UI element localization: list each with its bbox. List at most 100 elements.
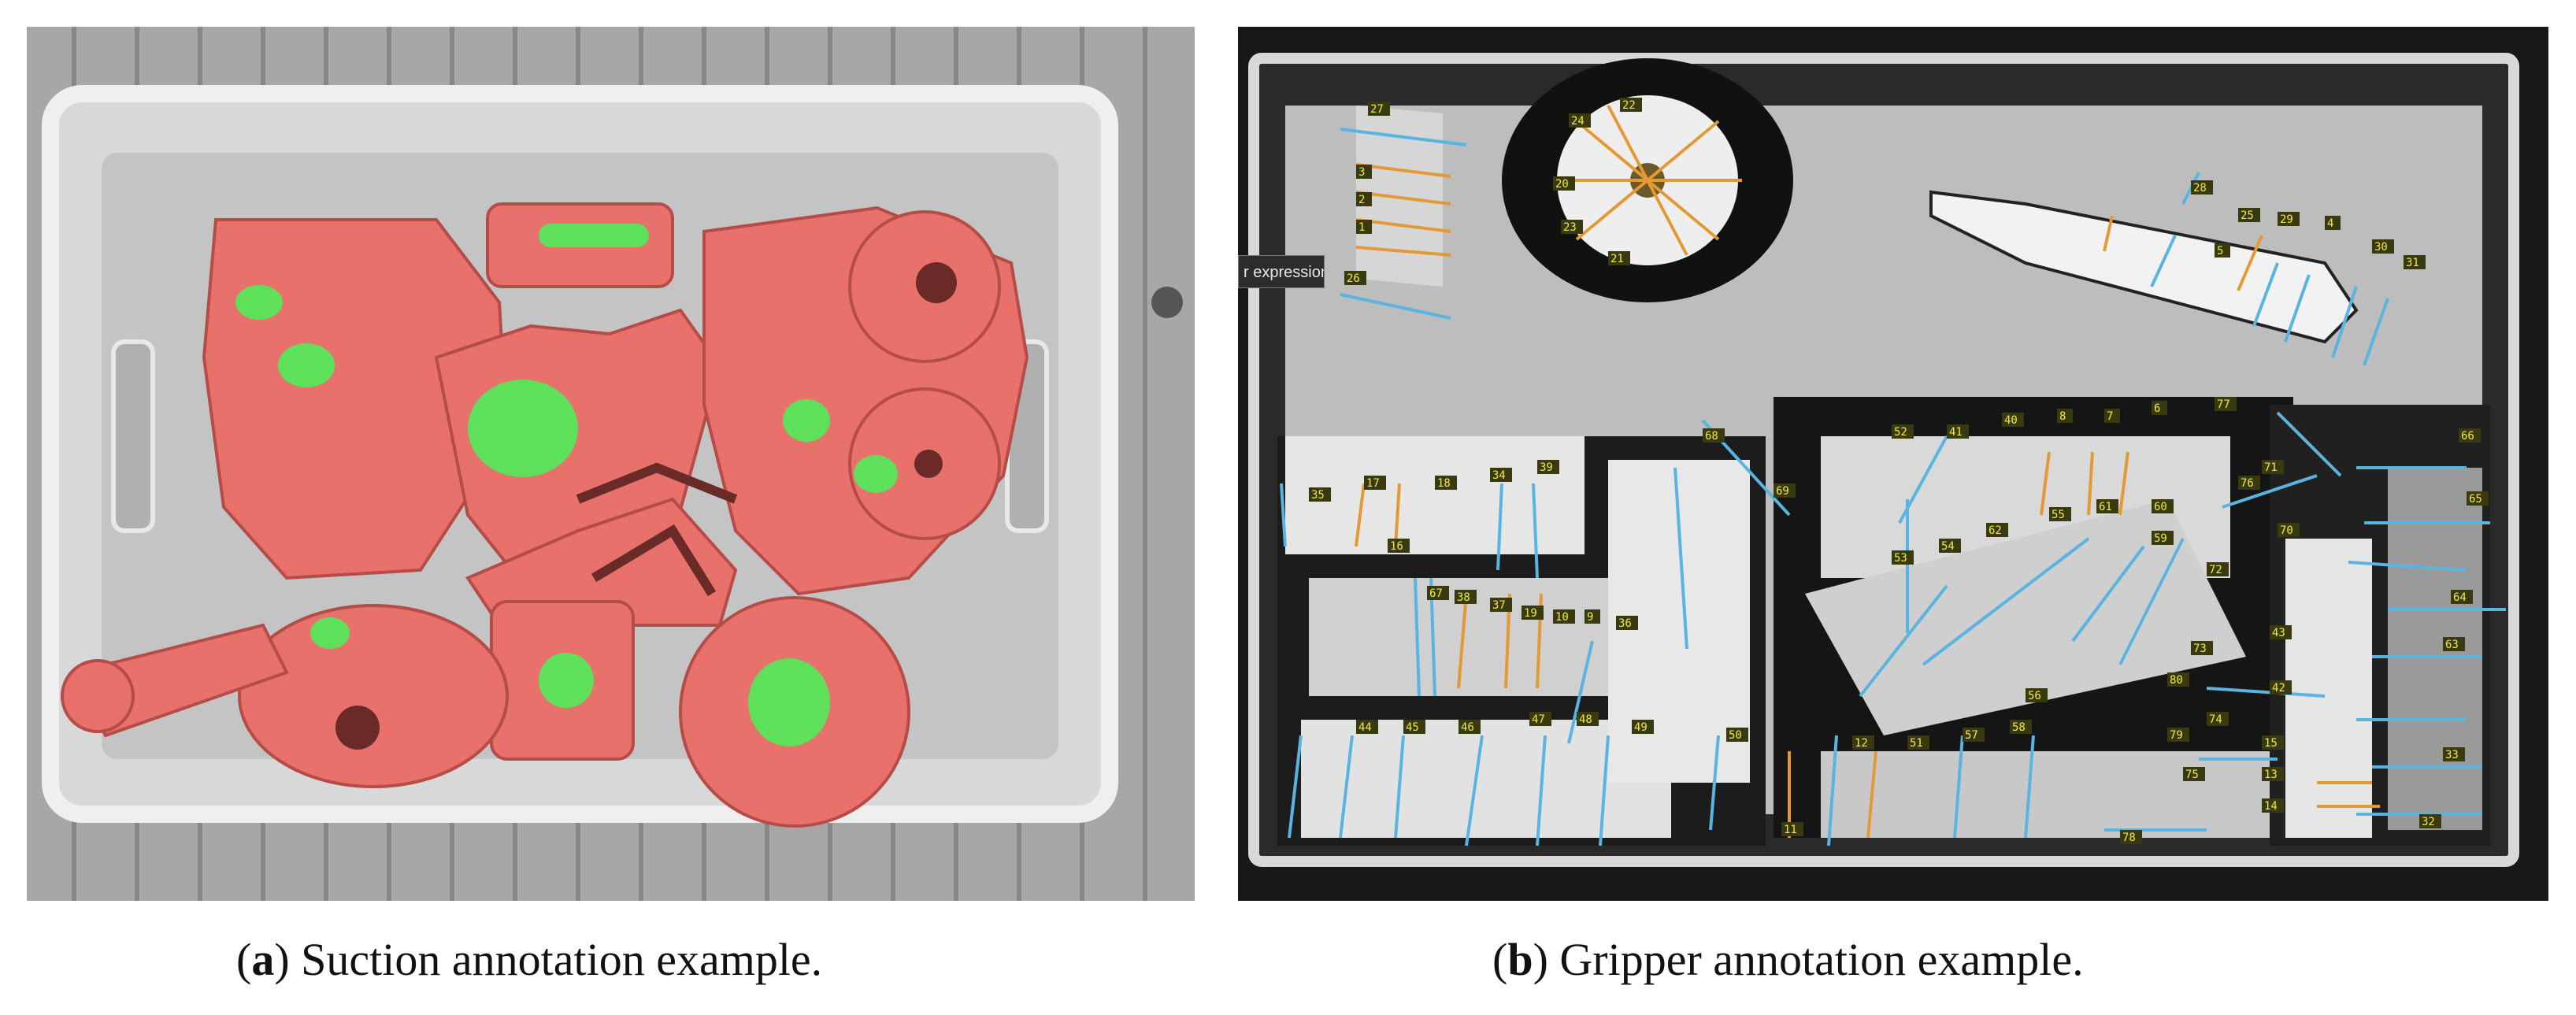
grasp-label-box: [1364, 476, 1386, 490]
grasp-label-box: [1632, 720, 1654, 734]
grasp-label: 29: [2280, 213, 2293, 226]
grasp-label-box: [2419, 814, 2441, 828]
grasp-label: 69: [1776, 485, 1789, 498]
grasp-label: 28: [2193, 182, 2207, 194]
grasp-label: 23: [1563, 221, 1577, 234]
grasp-label-box: [2207, 562, 2229, 576]
grasp-label: 32: [2422, 816, 2435, 828]
grasp-label-box: [1435, 476, 1457, 490]
grasp-label-box: [1608, 251, 1630, 265]
grasp-label: 45: [1406, 721, 1419, 734]
grasp-label: 14: [2264, 800, 2278, 813]
grasp-label-box: [1620, 98, 1642, 112]
grasp-label: 31: [2406, 257, 2419, 269]
grasp-label-box: [2372, 239, 2394, 254]
grasp-label: 46: [1461, 721, 1474, 734]
grasp-label: 54: [1941, 540, 1955, 553]
grasp-label-box: [2096, 499, 2118, 513]
grasp-label: 10: [1555, 611, 1569, 624]
grasp-label: 6: [2154, 402, 2160, 415]
grasp-label-box: [2270, 625, 2292, 639]
caption-b-letter: b: [1507, 934, 1533, 985]
grasp-label: 76: [2241, 477, 2254, 490]
grasp-label-box: [2325, 216, 2341, 230]
grasp-label-box: [1561, 220, 1583, 234]
grasp-label: 38: [1457, 591, 1470, 604]
grasp-label-box: [1455, 590, 1477, 604]
grasp-label: 21: [1610, 253, 1624, 265]
grasp-label-box: [2262, 460, 2284, 474]
grasp-label-box: [1569, 113, 1591, 128]
grasp-label-box: [2002, 413, 2024, 427]
grasp-label: 27: [1370, 103, 1384, 116]
grasp-label: 11: [1784, 824, 1797, 836]
grasp-label: 7: [2107, 410, 2113, 423]
grasp-label: 9: [1587, 611, 1593, 624]
grasp-label: 1: [1358, 221, 1365, 234]
grasp-label: 18: [1437, 477, 1451, 490]
grasp-label-box: [1356, 192, 1372, 206]
grasp-label-box: [2262, 735, 2284, 750]
grasp-label: 19: [1524, 607, 1537, 620]
grasp-label-box: [2278, 212, 2300, 226]
grasp-label-box: [2152, 499, 2174, 513]
grasp-label-box: [2404, 255, 2426, 269]
grasp-label: 13: [2264, 769, 2278, 781]
grasp-label-box: [2191, 641, 2213, 655]
grasp-label-box: [2049, 507, 2071, 521]
grasp-label-box: [1963, 728, 1985, 742]
grasp-label-box: [1522, 606, 1544, 620]
grasp-label-box: [1490, 468, 1512, 482]
grasp-label: 60: [2154, 501, 2167, 513]
grasp-label-box: [2152, 401, 2167, 415]
grasp-label: 73: [2193, 643, 2207, 655]
grasp-label: 36: [1618, 617, 1632, 630]
grasp-label-box: [2459, 428, 2481, 443]
grasp-label: 42: [2272, 682, 2285, 695]
grasp-label-box: [2215, 243, 2230, 257]
grasp-label-box: [2262, 767, 2284, 781]
grasp-label-box: [1309, 487, 1331, 502]
grasp-label: 75: [2185, 769, 2199, 781]
grasp-label: 59: [2154, 532, 2167, 545]
grasp-label-box: [1781, 822, 1803, 836]
grasp-label: 80: [2170, 674, 2183, 687]
grasp-label: 24: [1571, 115, 1585, 128]
grasp-label-box: [1553, 609, 1575, 624]
grasp-label: 15: [2264, 737, 2278, 750]
grasp-label: 55: [2052, 509, 2065, 521]
grasp-label: 33: [2445, 749, 2459, 761]
grasp-label-box: [2215, 397, 2237, 411]
grasp-label-box: [1907, 735, 1929, 750]
grasp-label-box: [2183, 767, 2205, 781]
grasp-label: 66: [2461, 430, 2474, 443]
grasp-label-box: [1939, 539, 1961, 553]
grasp-label-box: [2451, 590, 2473, 604]
grasp-label: 2: [1358, 194, 1365, 206]
grasp-label-box: [1388, 539, 1410, 553]
grasp-label-box: [1852, 735, 1874, 750]
grasp-label-box: [2262, 798, 2284, 813]
grasp-label-box: [1774, 483, 1796, 498]
grasp-label: 74: [2209, 713, 2222, 726]
grasp-label: 20: [1555, 178, 1569, 191]
grasp-label: 52: [1894, 426, 1907, 439]
grasp-label-box: [2191, 180, 2213, 194]
grasp-label: 3: [1358, 166, 1365, 179]
grasp-label-box: [1892, 424, 1914, 439]
grasp-label-box: [1726, 728, 1748, 742]
caption-b-text: Gripper annotation example.: [1547, 934, 2084, 985]
grasp-label-box: [1529, 712, 1551, 726]
grasp-label: 39: [1540, 461, 1553, 474]
grasp-label: 56: [2028, 690, 2041, 702]
grasp-label: 30: [2374, 241, 2388, 254]
grasp-label-box: [2152, 531, 2174, 545]
grasp-label: 71: [2264, 461, 2278, 474]
caption-a-letter: a: [251, 934, 275, 985]
grasp-label: 65: [2469, 493, 2482, 506]
grasp-label: 47: [1532, 713, 1545, 726]
grasp-label-box: [1585, 609, 1600, 624]
grasp-label: 8: [2059, 410, 2066, 423]
expression-tooltip: r expression: [1238, 255, 1325, 288]
